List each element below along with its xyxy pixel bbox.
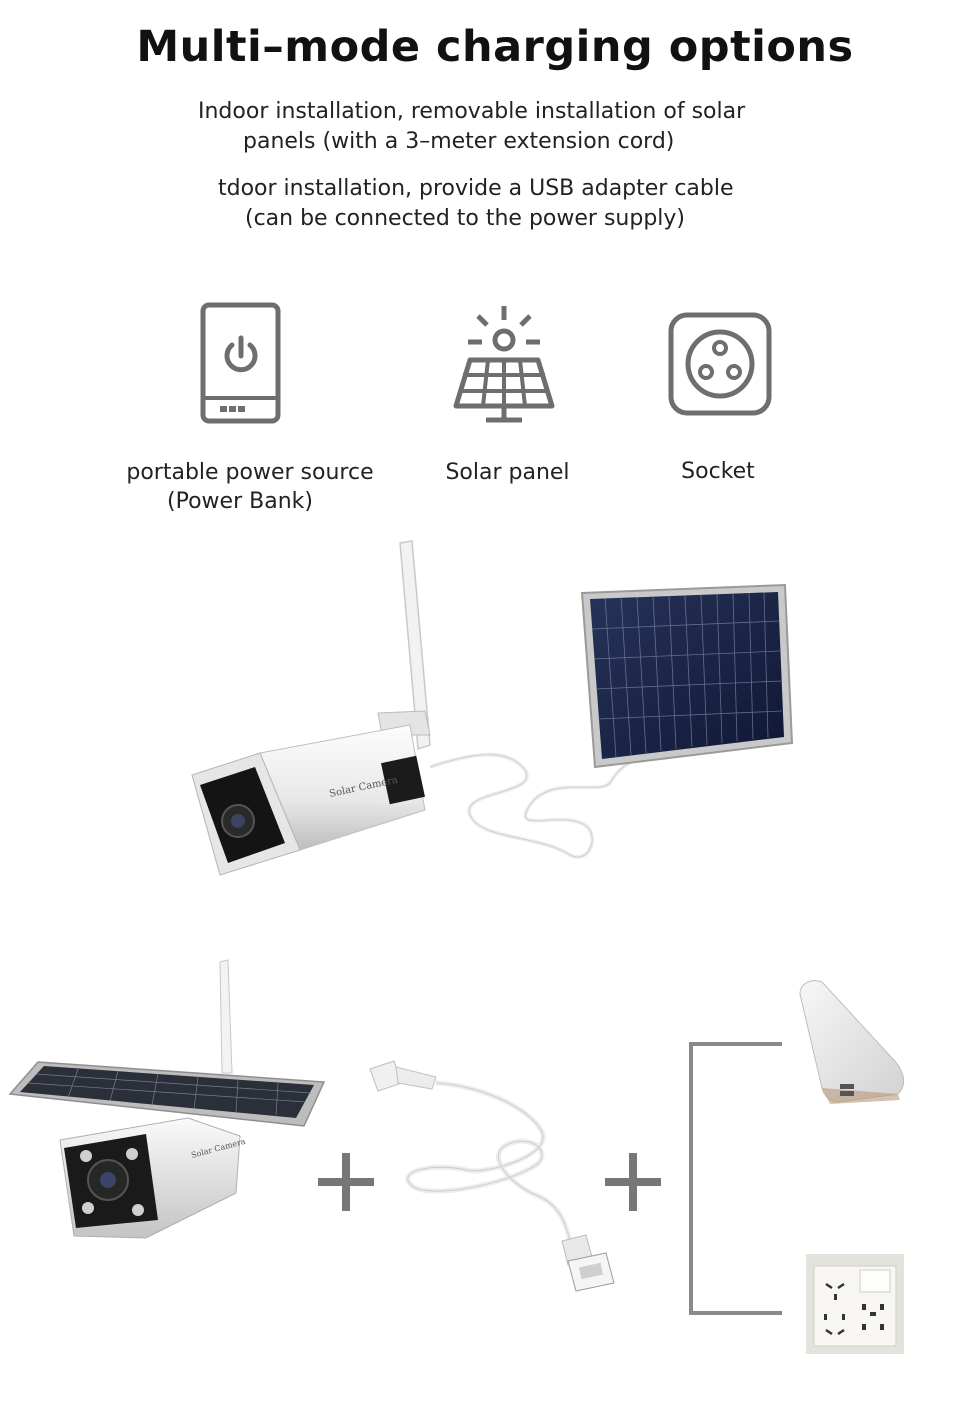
option-label-socket: Socket [681,459,755,484]
outdoor-description-line-2: (can be connected to the power supply) [245,206,685,231]
power-bank-product [796,976,911,1104]
camera-with-solar-panel-illustration: Solar Camera [180,535,810,885]
option-bracket [688,1041,784,1317]
indoor-description-line-1: Indoor installation, removable installat… [198,99,746,124]
option-label-power-bank: portable power source [126,460,374,485]
indoor-description-line-2: panels (with a 3–meter extension cord) [243,129,675,154]
option-label-solar-panel: Solar panel [445,460,570,485]
wall-socket-product [806,1254,904,1354]
socket-icon [666,310,774,418]
plus-icon [318,1153,374,1211]
page-title: Multi–mode charging options [136,22,854,72]
solar-panel-icon [448,302,560,426]
outdoor-description-line-1: tdoor installation, provide a USB adapte… [218,176,734,201]
usb-cable-illustration [366,1055,622,1295]
plus-icon-2 [605,1153,661,1211]
power-bank-icon [198,300,284,428]
option-sublabel-power-bank: (Power Bank) [167,489,313,514]
solar-camera-illustration: Solar Camera [8,958,328,1243]
